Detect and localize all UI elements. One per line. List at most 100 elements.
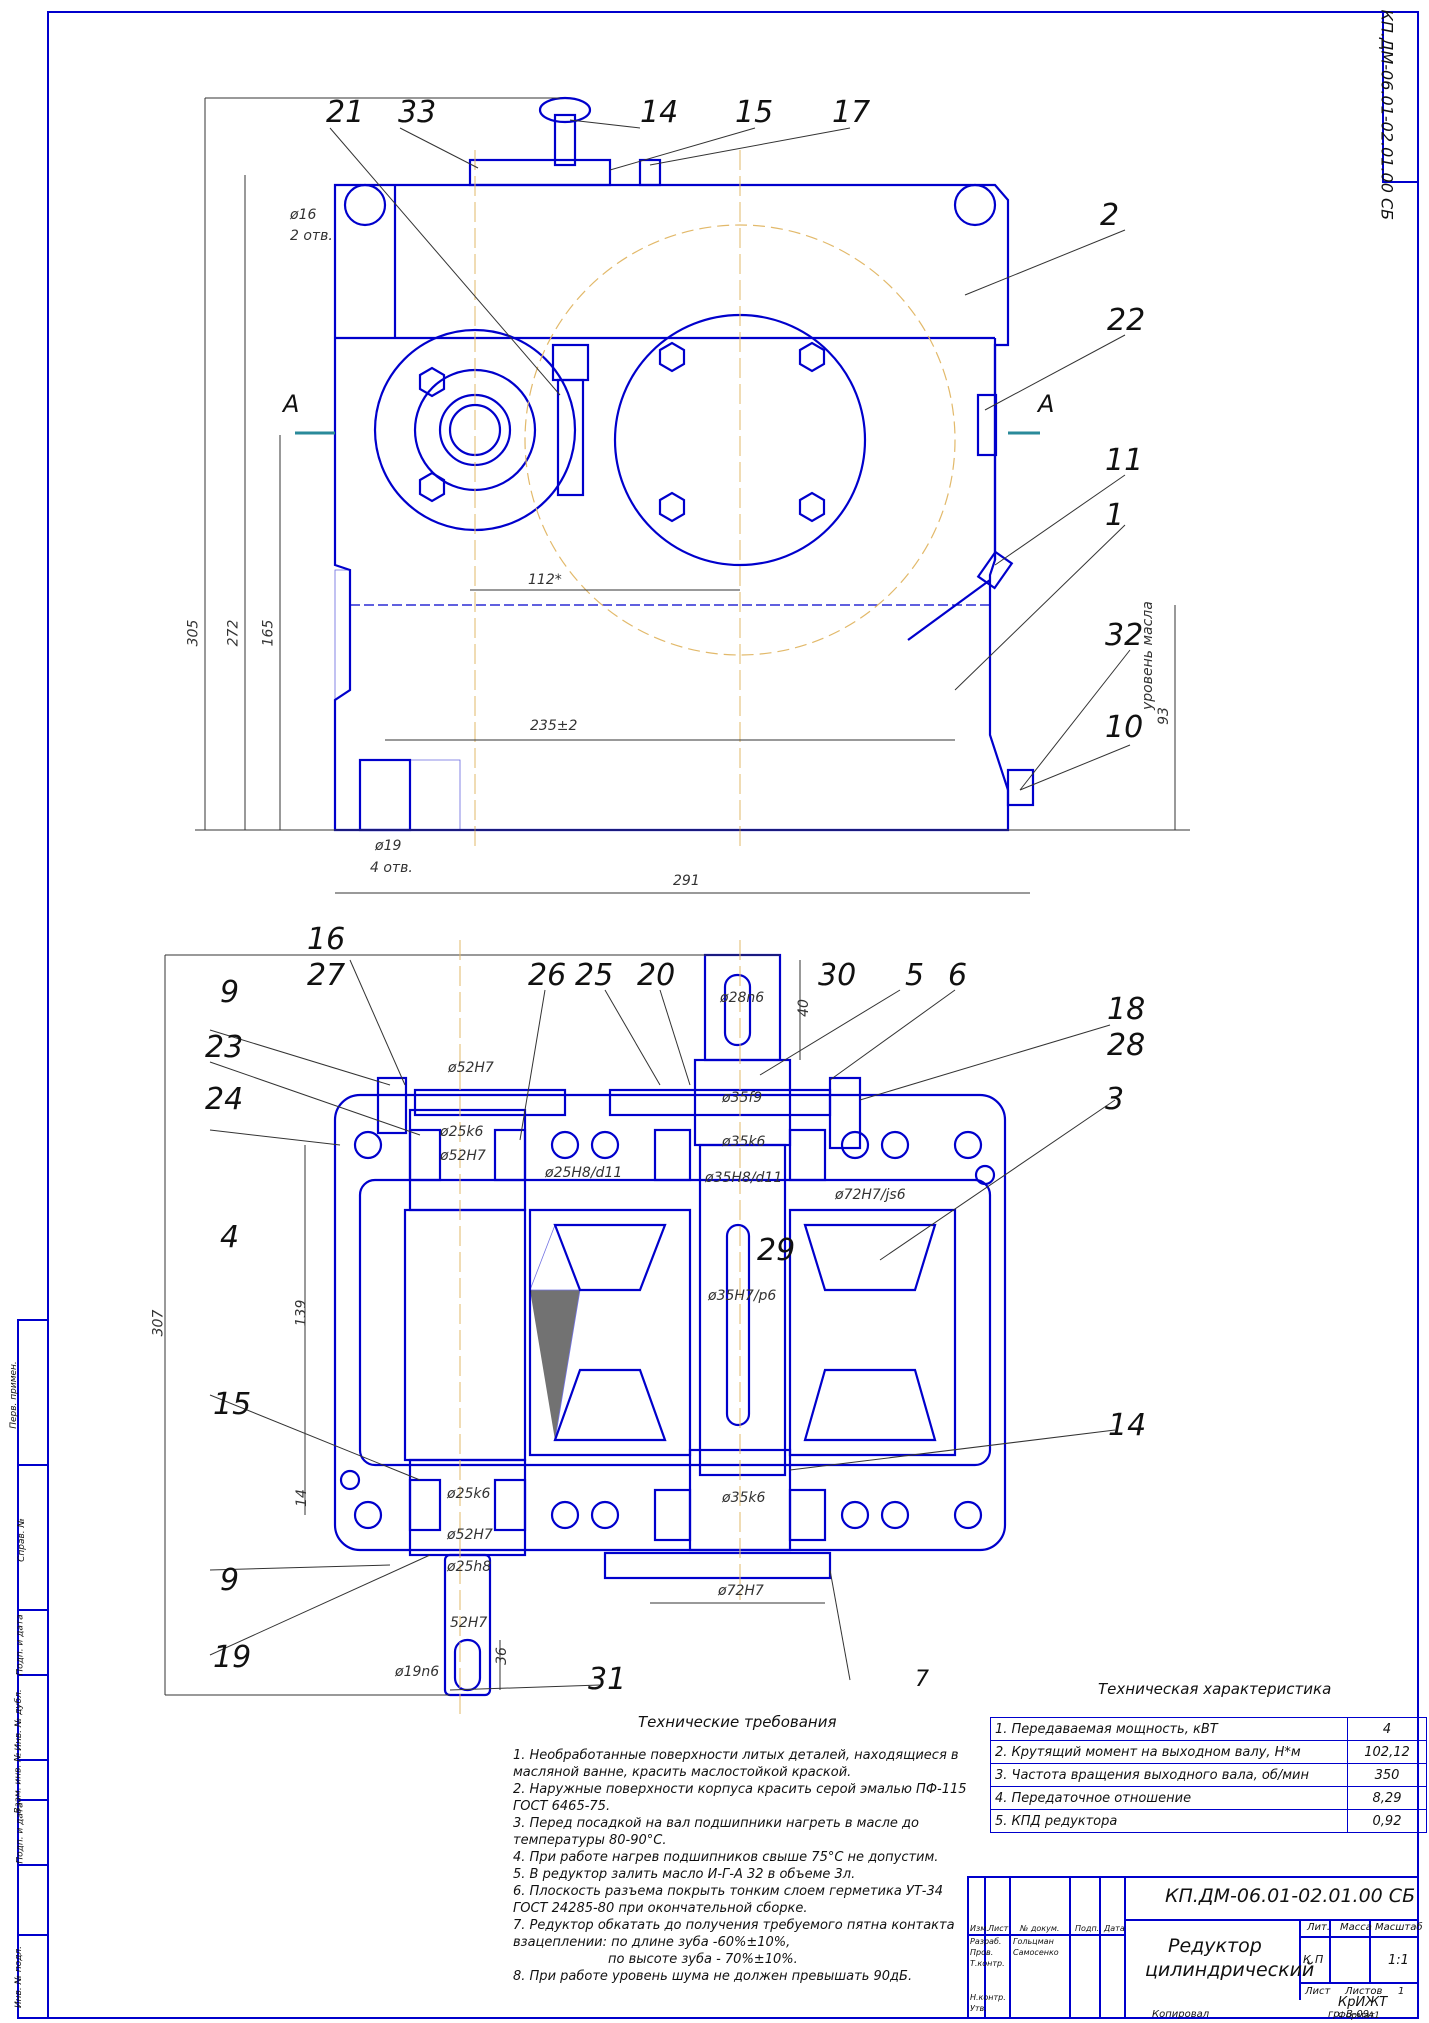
- dim-d35k6: ø35k6: [722, 1134, 766, 1150]
- dim-93: 93: [1155, 707, 1172, 725]
- part-number-2: 2: [1100, 198, 1120, 233]
- dim-d72H7: ø72H7: [718, 1583, 764, 1599]
- dim-d52H7-top: ø52H7: [448, 1060, 494, 1076]
- dim-112: 112*: [528, 572, 562, 588]
- tech-req-line: 8. При работе уровень шума не должен пре…: [513, 1969, 913, 1984]
- tb-nkontr: Н.контр.: [970, 1993, 1006, 2002]
- tech-req-line: 6. Плоскость разъема покрыть тонким слое…: [513, 1884, 944, 1899]
- tb-razrab-name: Гольцман: [1013, 1937, 1054, 1946]
- spec-label: 3. Частота вращения выходного вала, об/м…: [990, 1763, 1348, 1787]
- tech-req-line: 2. Наружные поверхности корпуса красить …: [513, 1782, 967, 1797]
- tech-requirements-list: 1. Необработанные поверхности литых дета…: [513, 1747, 967, 1985]
- dim-d25k6-a: ø25k6: [440, 1124, 484, 1140]
- part-number-32: 32: [1105, 618, 1144, 653]
- tech-req-line: по высоте зуба - 70%±10%.: [513, 1952, 798, 1967]
- stamp-podp-data-2: Подп. и дата: [15, 1802, 26, 1864]
- code-box: [1382, 11, 1419, 183]
- stamp-sprav: Справ. №: [16, 1518, 27, 1562]
- stamp-inv-podl: Инв. № подл.: [14, 1945, 25, 2009]
- part-number-30: 30: [818, 958, 857, 993]
- dim-d28n6: ø28n6: [720, 990, 765, 1006]
- part-number-18: 18: [1107, 992, 1146, 1027]
- dim-40: 40: [795, 999, 812, 1017]
- part-number-20: 20: [637, 958, 676, 993]
- tb-prov: Пров.: [970, 1948, 994, 1957]
- dim-52H7: 52H7: [450, 1615, 488, 1631]
- part-number-15: 15: [735, 95, 774, 130]
- part-number-24: 24: [205, 1082, 244, 1117]
- spec-label: 2. Крутящий момент на выходном валу, Н*м: [990, 1740, 1348, 1764]
- stamp-perv-primen: Перв. примен.: [8, 1361, 19, 1429]
- tb-tkontr: Т.контр.: [970, 1959, 1005, 1968]
- housing-outline: [333, 183, 1010, 832]
- tech-req-line: температуры 80-90°С.: [513, 1833, 667, 1848]
- dim-d25k6-b: ø25k6: [447, 1486, 491, 1502]
- dim-36: 36: [493, 1647, 510, 1665]
- dim-305: 305: [185, 619, 202, 647]
- dim-14: 14: [293, 1489, 310, 1507]
- part-number-27: 27: [307, 958, 346, 993]
- part-number-9-top: 9: [220, 975, 240, 1010]
- tb-utv: Утв.: [970, 2004, 987, 2013]
- title-block: [967, 1876, 1419, 2019]
- dim-d25H8: ø25H8/d11: [545, 1165, 623, 1181]
- tb-p: П: [1315, 1953, 1324, 1966]
- part-number-33: 33: [398, 95, 437, 130]
- part-number-28: 28: [1107, 1028, 1146, 1063]
- section-label-right: A: [1038, 390, 1055, 418]
- part-number-3: 3: [1105, 1082, 1125, 1117]
- dim-d19: ø19: [375, 838, 402, 854]
- dim-235: 235±2: [530, 718, 578, 734]
- part-number-26: 26: [528, 958, 567, 993]
- tb-org: КрИЖТ: [1338, 1995, 1388, 2010]
- part-number-11: 11: [1105, 443, 1144, 478]
- bottom-view: [333, 953, 1007, 1697]
- drawing-code: КП.ДМ-06.01-02.01.00 СБ: [1165, 1885, 1416, 1907]
- part-number-14: 14: [640, 95, 679, 130]
- part-number-31: 31: [588, 1662, 627, 1697]
- pinion: [403, 1208, 527, 1462]
- part-number-6: 6: [948, 958, 968, 993]
- top-view: [333, 96, 1035, 832]
- spec-label: 5. КПД редуктора: [990, 1809, 1348, 1833]
- spec-value: 0,92: [1347, 1809, 1427, 1833]
- drawing-title-2: цилиндрический: [1145, 1959, 1315, 1981]
- spec-value: 350: [1347, 1763, 1427, 1787]
- part-number-9-bottom: 9: [220, 1563, 240, 1598]
- spec-row: 3. Частота вращения выходного вала, об/м…: [990, 1763, 1427, 1787]
- tb-group: гр. В-09: [1328, 2009, 1370, 2020]
- part-number-14-bottom: 14: [1108, 1408, 1147, 1443]
- part-number-22: 22: [1107, 303, 1146, 338]
- tech-requirements-title: Технические требования: [638, 1713, 837, 1731]
- tb-format-val: А1: [1368, 2011, 1380, 2021]
- top-view-hatch: [334, 569, 461, 831]
- spec-label: 4. Передаточное отношение: [990, 1786, 1348, 1810]
- dim-d19-note: 4 отв.: [370, 860, 413, 876]
- tb-scale: 1:1: [1388, 1953, 1409, 1968]
- tb-massa: Масса: [1340, 1922, 1372, 1933]
- part-number-29: 29: [757, 1233, 796, 1268]
- left-stamp-frame: [17, 1319, 49, 2019]
- stamp-inv-dubl: Инв. № дубл.: [13, 1689, 24, 1751]
- drawing-title-1: Редуктор: [1168, 1935, 1262, 1957]
- part-number-25: 25: [575, 958, 614, 993]
- tb-lit: Лит.: [1307, 1922, 1331, 1933]
- tech-req-line: ГОСТ 24285-80 при окончательной сборке.: [513, 1901, 808, 1916]
- dim-291: 291: [673, 873, 700, 889]
- top-view-dims: [195, 97, 1190, 894]
- housing-plan: [333, 1093, 1007, 1552]
- part-number-15-bottom: 15: [213, 1387, 252, 1422]
- tech-req-line: 1. Необработанные поверхности литых дета…: [513, 1748, 959, 1763]
- part-number-7: 7: [915, 1667, 929, 1692]
- dim-165: 165: [260, 619, 277, 647]
- part-number-10: 10: [1105, 710, 1144, 745]
- dim-d52H7-b: ø52H7: [447, 1527, 493, 1543]
- tb-data: Дата: [1104, 1924, 1125, 1933]
- dim-d16: ø16: [290, 207, 317, 223]
- dim-d19n6: ø19n6: [395, 1664, 440, 1680]
- part-number-23: 23: [205, 1030, 244, 1065]
- bottom-view-hatch: [529, 1210, 691, 1455]
- bottom-view-dims: [164, 954, 825, 1696]
- dim-d35H7p6: ø35H7/p6: [708, 1288, 777, 1304]
